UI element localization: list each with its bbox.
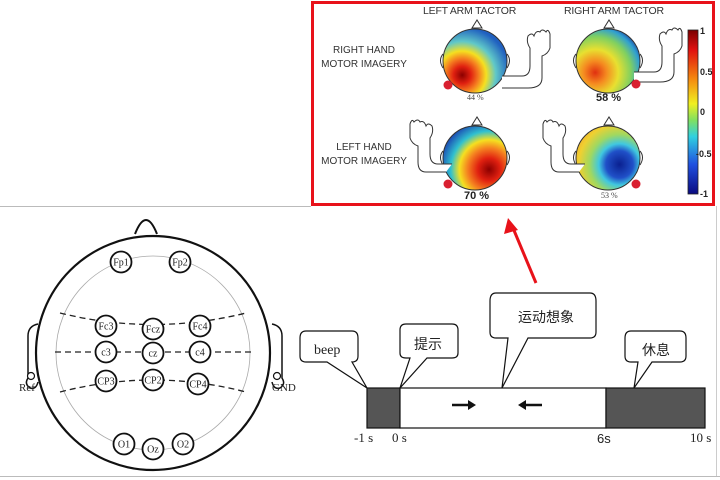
row-label-left-hand: LEFT HAND MOTOR IMAGERY — [314, 141, 414, 169]
colorbar-tick: 0.5 — [700, 67, 713, 77]
accuracy-right-hand-left-arm: 44 % — [467, 93, 484, 102]
electrode-c3: c3 — [94, 340, 118, 364]
electrode-o2: O2 — [171, 432, 195, 456]
ref-label: Ref — [19, 382, 35, 394]
column-title-left-arm: LEFT ARM TACTOR — [423, 5, 517, 17]
rest-bubble: 休息 — [624, 330, 687, 389]
electrode-label: Fc3 — [99, 322, 114, 333]
trial-timeline: beep 提示 运动想象 休息 -1 s 0 s 6s 10 s — [299, 218, 711, 446]
gnd-electrode — [272, 371, 282, 381]
electrode-cp4: CP4 — [186, 372, 210, 396]
electrode-fc3: Fc3 — [94, 314, 118, 338]
row-label-line1: RIGHT HAND — [332, 45, 396, 56]
segment-rest — [605, 387, 706, 429]
electrode-cp2: CP2 — [141, 368, 165, 392]
electrode-fc4: Fc4 — [188, 314, 212, 338]
electrode-label: Fp1 — [113, 258, 129, 269]
beep-label: beep — [314, 343, 340, 358]
electrode-fp1: Fp1 — [109, 250, 133, 274]
divider-horizontal — [0, 206, 311, 207]
divider-right — [716, 206, 717, 476]
highlight-arrow-head — [504, 218, 518, 234]
electrode-c4: c4 — [188, 340, 212, 364]
segment-motor-imagery — [399, 387, 607, 429]
accuracy-right-hand-right-arm: 58 % — [596, 92, 622, 104]
electrode-label: Fcz — [146, 325, 161, 336]
topomap-left-hand-left-arm — [409, 116, 510, 191]
electrode-oz: Oz — [141, 437, 165, 461]
segment-beep — [366, 387, 401, 429]
electrode-label: Fp2 — [172, 258, 188, 269]
topography-panel: LEFT ARM TACTOR RIGHT ARM TACTOR RIGHT H… — [311, 1, 715, 206]
electrode-label: CP2 — [144, 376, 161, 387]
colorbar-tick: 0 — [700, 107, 706, 117]
cue-bubble: 提示 — [399, 323, 459, 389]
electrode-label: Fc4 — [193, 322, 208, 333]
tick-6: 6s — [597, 431, 611, 446]
tick-0: 0 s — [392, 430, 407, 445]
motor-imagery-label: 运动想象 — [518, 310, 574, 326]
divider-bottom — [0, 476, 720, 477]
electrode-label: c4 — [195, 348, 204, 359]
highlight-arrow — [511, 227, 538, 284]
accuracy-left-hand-left-arm: 70 % — [464, 190, 490, 202]
topomap-right-hand-right-arm — [573, 19, 683, 94]
electrode-label: CP3 — [97, 377, 114, 388]
electrode-cz: cz — [141, 341, 165, 365]
colorbar-tick: -0.5 — [696, 149, 712, 159]
gnd-label: GND — [272, 382, 296, 394]
cue-label: 提示 — [414, 337, 442, 353]
colorbar-tick: 1 — [700, 26, 706, 36]
row-label-line2: MOTOR IMAGERY — [321, 156, 407, 167]
colorbar — [687, 29, 699, 195]
electrode-fcz: Fcz — [141, 317, 165, 341]
topography-maps — [409, 19, 699, 195]
column-title-right-arm: RIGHT ARM TACTOR — [564, 5, 664, 17]
right-arrow-icon — [452, 400, 476, 410]
topomap-left-hand-right-arm — [542, 116, 643, 191]
right-ear — [271, 323, 285, 390]
row-label-right-hand: RIGHT HAND MOTOR IMAGERY — [314, 44, 414, 72]
motor-imagery-bubble: 运动想象 — [489, 292, 597, 389]
electrode-label: CP4 — [189, 380, 206, 391]
tick-10: 10 s — [690, 430, 711, 445]
tick-minus1: -1 s — [354, 430, 373, 445]
rest-label: 休息 — [642, 342, 670, 359]
electrode-cp3: CP3 — [94, 369, 118, 393]
topomap-right-hand-left-arm — [440, 19, 551, 94]
ref-electrode — [26, 371, 36, 381]
electrode-label: cz — [149, 349, 158, 360]
left-arrow-icon — [518, 400, 542, 410]
row-label-line1: LEFT HAND — [336, 142, 392, 153]
accuracy-left-hand-right-arm: 53 % — [601, 191, 618, 200]
electrode-label: O1 — [118, 440, 130, 451]
electrode-label: O2 — [177, 440, 189, 451]
electrode-fp2: Fp2 — [168, 250, 192, 274]
electrode-o1: O1 — [112, 432, 136, 456]
nose-icon — [134, 219, 158, 235]
row-label-line2: MOTOR IMAGERY — [321, 59, 407, 70]
beep-bubble: beep — [299, 330, 368, 389]
electrode-label: Oz — [147, 445, 159, 456]
colorbar-tick: -1 — [700, 189, 709, 199]
electrode-label: c3 — [101, 348, 110, 359]
